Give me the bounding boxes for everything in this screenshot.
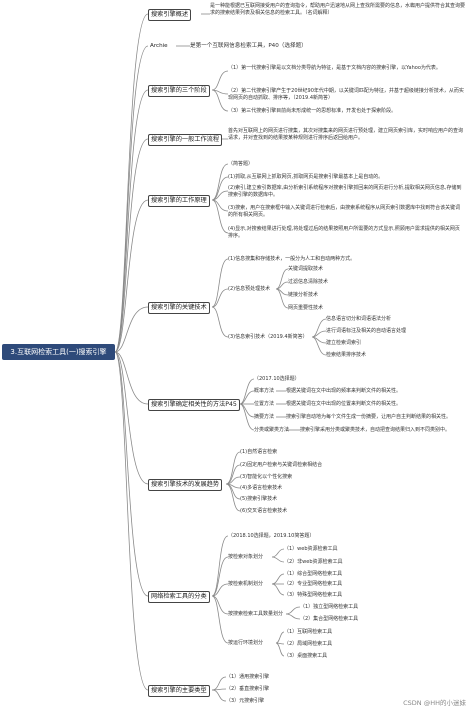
classification-group: 按检索机制划分 (228, 581, 264, 587)
trend-item: (6)交叉语言检索技术 (240, 508, 288, 514)
index-item: 信息语言切分和词语语法分析 (326, 316, 392, 322)
key-tech-group: (1)信息搜集和存储技术，一般分为人工和自动两种方式。 (228, 256, 356, 262)
relevance-method-desc: 搜索引擎自动地为每个文件生成一份摘要，让用户自主判断结果的相关性。 (286, 414, 452, 420)
classification-group: 按检索对象划分 (228, 554, 264, 560)
classification-item: （3）桌面搜索工具 (284, 653, 328, 659)
classification-group: 按搜索检索工具数量划分 (228, 611, 284, 617)
relevance-method-desc: 根据关键词在文中出现的频率来判断文件的相关性。 (286, 388, 402, 394)
trend-item: (3)智能化以个性化搜索 (240, 474, 293, 480)
branch-relevance-methods[interactable]: 搜索引擎确定相关性的方法P45 (148, 399, 240, 411)
branch-key-technologies[interactable]: 搜索引擎的关键技术 (148, 302, 210, 314)
branch-workflow[interactable]: 搜索引擎的一般工作流程 (148, 134, 223, 146)
index-item: 检索结果排序技术 (326, 352, 367, 358)
classification-item: （3）特殊型网络检索工具 (284, 592, 343, 598)
classification-item: （1）独立型网络检索工具 (300, 604, 359, 610)
trend-item: (2)固定用户检索与关键词检索相结合 (240, 462, 323, 468)
relevance-method-name: 位置方法 (254, 401, 275, 407)
classification-item: （2）非web资源检索工具 (284, 559, 343, 565)
preprocess-item: 过滤信息清除技术 (288, 279, 329, 285)
index-item: 进行词语标注及相关的自动语言处理 (326, 328, 407, 334)
relevance-method-name: 摘要方法 (254, 414, 275, 420)
trend-item: (1)自然语言检索 (240, 449, 278, 455)
branch-three-stages[interactable]: 搜索引擎的三个阶段 (148, 85, 210, 97)
classification-item: （2）集合型网络检索工具 (300, 616, 359, 622)
root-topic[interactable]: 3.互联网检索工具(一)搜索引擎 (2, 344, 115, 360)
relevance-method-name: 概率方法 (254, 388, 275, 394)
stage-item: （1）第一代搜索引擎是以文档分类导航为特征，是基于文档内容的搜索引擎，以Yaho… (228, 65, 441, 71)
principle-item: (1)抓取,从互联网上抓取网页,抓取网页是搜索引擎最基本上是自动的。 (228, 174, 384, 180)
relevance-tag: （2017.10选择题） (254, 376, 300, 382)
branch-tool-classification[interactable]: 网络检索工具的分类 (148, 591, 210, 603)
branch-archie[interactable]: Archie (150, 43, 168, 49)
preprocess-item: 链接分析技术 (288, 292, 319, 298)
branch-development-trends[interactable]: 搜索引擎技术的发展趋势 (148, 479, 223, 491)
classification-item: （1）综合型网络检索工具 (284, 571, 343, 577)
classification-item: （1）web资源检索工具 (284, 546, 338, 552)
classification-group: 按运行环境划分 (228, 640, 264, 646)
relevance-method-desc: 根据关键词在文中出现的位置来判断文件的相关性。 (286, 401, 402, 407)
relevance-method-name: 分类或聚类方法 (254, 427, 290, 433)
preprocess-item: 关键词提取技术 (288, 266, 324, 272)
type-item: （2）垂直搜索引擎 (226, 686, 270, 692)
branch-overview[interactable]: 搜索引擎概述 (148, 9, 192, 21)
index-item: 建立检索词索引 (326, 340, 362, 346)
branch-overview-note: 是一种能根据已互联网接受用户的查询指令，帮助用户迅速地从网上查找所需要的信息，水… (210, 3, 466, 16)
branch-archie-note: 是第一个互联网信息检索工具，P40（选择题） (190, 43, 307, 49)
principle-item: (4)显示,对搜索结果进行处理,将处理过后的结果按照用户所需要的方式显示,照顾用… (228, 226, 460, 239)
stage-item: （2）第二代搜索引擎产生于20世纪90年代中期，以关键词匹配为特征，并基于超级链… (228, 88, 464, 101)
relevance-method-desc: 搜索引擎采用分类或聚类技术，自动把查询结果归入到不同类别中。 (300, 427, 451, 433)
watermark: CSDN @HH的小迷妹 (403, 699, 466, 707)
branch-workflow-note: 首先对互联网上的网页进行搜集，其次对搜集来的网页进行预处理，建立网页索引库，实时… (228, 128, 464, 141)
type-item: （1）通用搜索引擎 (226, 674, 270, 680)
trend-item: (4)多语言检索技术 (240, 485, 283, 491)
type-item: （3）元搜索引擎 (226, 698, 265, 704)
key-tech-group: (3)信息索引技术（2019.4新简答） (228, 334, 308, 340)
classification-tag: （2018.10选择题，2019.10简答题） (228, 533, 315, 539)
trend-item: (5)搜索引擎技术 (240, 496, 278, 502)
classification-item: （1）互联网检索工具 (284, 629, 333, 635)
principle-item: (3)搜索，用户在搜索框中输入关键词进行检索后，由搜索系统程序从网页索引数据库中… (228, 205, 461, 218)
branch-main-types[interactable]: 搜索引擎的主要类型 (148, 685, 210, 697)
stage-item: （3）第三代搜索引擎目前尚未形成统一的思想标准，开发也处于探索阶段。 (228, 108, 397, 114)
key-tech-group: (2)信息预处理技术 (228, 286, 271, 292)
classification-item: （2）专业型网络检索工具 (284, 581, 343, 587)
principle-tag: （简答题） (228, 161, 254, 167)
principle-item: (2)索引,建立索引数据库,由分析索引系统程序对搜索引擎抓回来的网页进行分析,提… (228, 185, 462, 198)
preprocess-item: 网页重要性技术 (288, 305, 324, 311)
classification-item: （2）局域网检索工具 (284, 641, 333, 647)
branch-working-principle[interactable]: 搜索引擎的工作原理 (148, 195, 210, 207)
